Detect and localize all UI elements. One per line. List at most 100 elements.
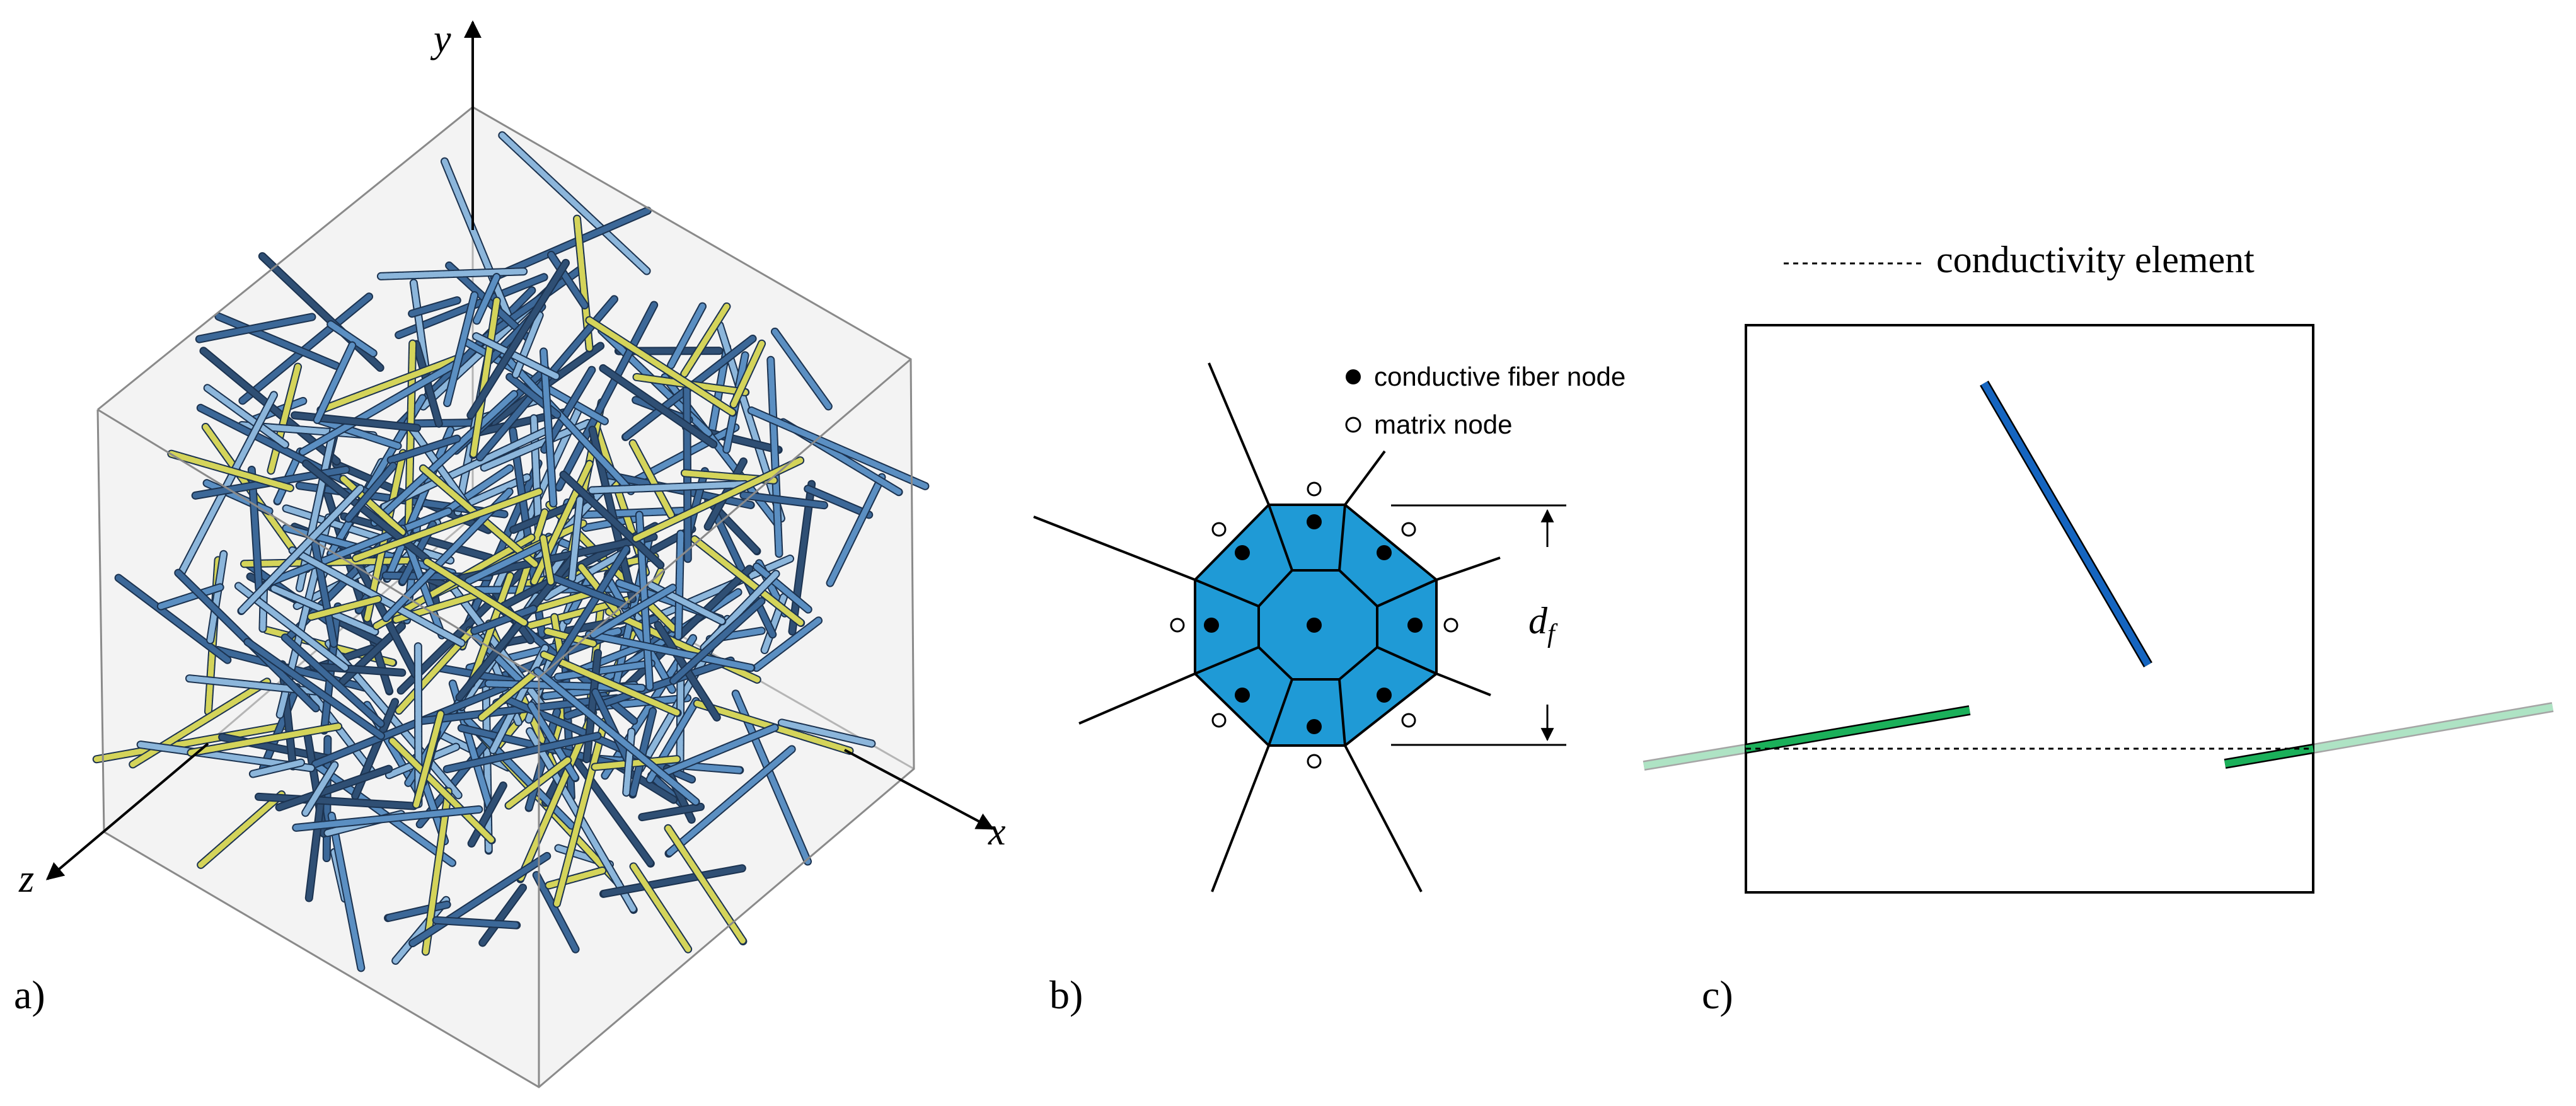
fiber [827,474,885,586]
axis-z-label: z [18,858,34,901]
matrix-node [1211,522,1227,537]
fiber [168,451,293,491]
fiber [422,788,451,955]
fiber [771,328,831,410]
fiber [478,667,541,721]
fiber [255,793,417,809]
axis-z-arrow [45,742,209,880]
fiber [741,492,827,509]
fiber [390,738,495,843]
panel-b-legend: conductive fiber node matrix node [1345,362,1626,439]
matrix-node [1401,713,1416,728]
fiber [540,349,557,507]
fiber [586,631,754,671]
fiber [546,867,606,889]
fiber-network [92,131,930,972]
fiber [568,751,654,867]
fiber-node [1377,545,1392,560]
fiber [250,759,304,777]
fiber [465,543,545,584]
fiber [238,485,364,614]
fiber [533,872,579,952]
fiber [468,783,506,846]
matrix-node [1307,481,1322,497]
fiber [263,508,451,587]
fiber [306,793,325,901]
fiber [471,606,536,634]
fiber [216,313,339,369]
fiber-node [1235,545,1250,560]
fiber [677,662,684,777]
fiber [665,825,746,945]
fiber [691,536,804,626]
fiber [207,551,227,643]
matrix-node [1401,522,1416,537]
fiber [589,481,748,493]
fiber [630,863,691,952]
axis-x-label: x [988,810,1006,853]
fiber [345,463,396,522]
fiber [592,756,680,770]
fiber [512,312,543,377]
fiber [591,585,676,638]
dimension-marker [1391,504,1566,746]
fiber [115,575,231,663]
legend-conductivity-text: conductivity element [1936,239,2255,280]
fiber [490,645,548,753]
matrix-node [1443,618,1458,633]
fiber [470,297,500,458]
fiber [303,762,338,816]
fiber [260,684,300,771]
fiber [534,668,699,805]
fiber [556,302,657,490]
fiber [531,461,592,585]
fiber [778,720,875,747]
fiber-node [1307,514,1322,529]
fiber [318,355,461,413]
fiber [308,596,381,620]
fiber [499,132,650,274]
fiber-node [1407,618,1423,633]
faded-fiber-segment [1643,745,1747,769]
fiber [415,643,422,807]
fiber [753,563,811,613]
fiber [444,292,478,406]
fiber [753,618,822,671]
fiber [416,695,620,724]
fiber [473,333,559,379]
fiber [245,639,384,739]
panel-a-label: a) [14,972,45,1017]
fiber [385,901,450,921]
fiber [312,684,508,767]
fiber [555,660,654,680]
fiber [433,917,520,928]
fiber [600,365,717,447]
panel-b-label: b) [1049,972,1083,1017]
legend-open-node-text: matrix node [1374,410,1512,439]
voronoi-edges [1033,362,1501,892]
fiber [606,609,760,683]
fiber [409,297,460,317]
matrix-nodes [1170,481,1458,769]
faded-fiber-segment [2312,702,2554,754]
green-fiber-right [2224,745,2314,768]
fiber [93,722,291,763]
fiber [668,303,705,368]
fiber [310,663,405,676]
faded-fiber-segment [2313,703,2553,752]
fiber [328,812,364,971]
axis-y-label: y [430,18,451,60]
fiber [639,804,704,821]
fiber [388,435,460,463]
fiber [553,718,608,907]
fiber [560,471,664,568]
fiber [158,584,223,609]
axis-x-arrow [844,749,995,830]
fiber [586,317,736,416]
fiber [276,766,392,810]
legend-filled-node-icon [1346,369,1361,384]
fiber [681,303,730,377]
fiber [293,806,482,831]
cube-top-face [98,107,911,677]
